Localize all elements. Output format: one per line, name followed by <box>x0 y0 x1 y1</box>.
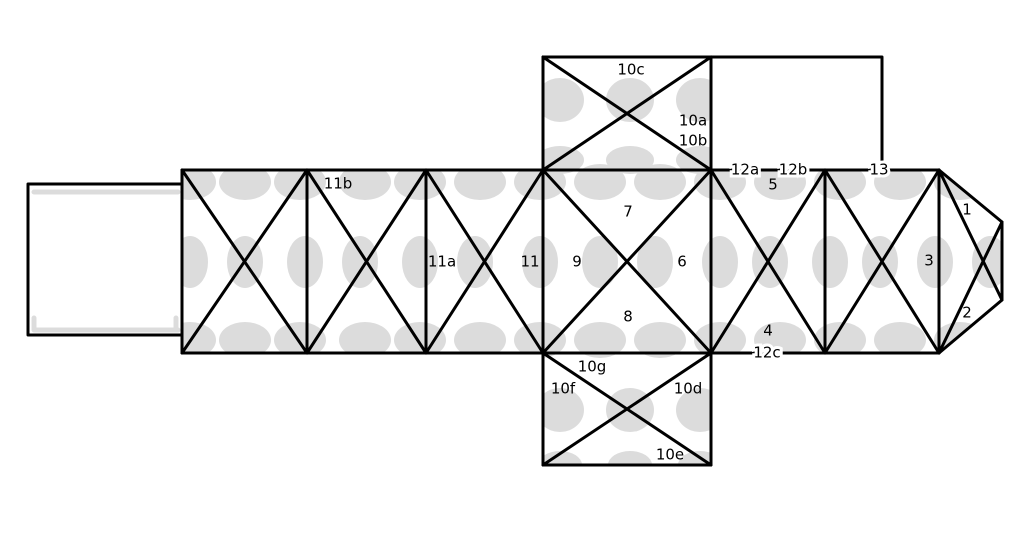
pattern-dot <box>634 322 686 358</box>
pattern-dot <box>574 164 626 200</box>
pattern-dot <box>514 322 566 358</box>
pattern-dot <box>702 236 738 288</box>
pattern-dot <box>754 322 806 358</box>
pattern-dot <box>634 164 686 200</box>
pattern-dot <box>606 146 654 174</box>
end-cap <box>937 168 1004 355</box>
pattern-dot <box>219 322 271 358</box>
label-10c: 10c <box>617 61 644 79</box>
label-12c: 12c <box>753 344 780 362</box>
panel-labels: 10c 10a 10b 12a 12b 13 5 11b 11a 11 9 7 … <box>324 61 972 464</box>
pattern-dot <box>538 451 582 465</box>
bottom-flap <box>541 351 713 467</box>
label-7: 7 <box>623 203 633 221</box>
label-11b: 11b <box>324 175 353 193</box>
pattern-dot <box>454 164 506 200</box>
label-3: 3 <box>924 252 934 270</box>
pattern-dot <box>274 322 326 358</box>
label-10f: 10f <box>551 380 576 398</box>
pattern-dot <box>582 236 618 288</box>
pattern-dot <box>608 451 652 465</box>
pattern-dot <box>287 236 323 288</box>
label-9: 9 <box>572 253 582 271</box>
pattern-dot <box>182 236 208 288</box>
pattern-dot <box>874 164 926 200</box>
pattern-dot <box>754 164 806 200</box>
label-4: 4 <box>763 322 773 340</box>
pattern-dot <box>917 236 953 288</box>
pattern-dot <box>394 322 446 358</box>
label-10b: 10b <box>679 132 708 150</box>
pattern-dot <box>457 236 493 288</box>
pattern-dot <box>522 236 558 288</box>
pattern-dot <box>574 322 626 358</box>
label-10g: 10g <box>578 358 607 376</box>
label-10a: 10a <box>679 112 707 130</box>
pattern-dot <box>536 78 584 122</box>
label-2: 2 <box>962 304 972 322</box>
pattern-dot <box>219 164 271 200</box>
pattern-dot <box>972 236 1002 288</box>
pattern-dot <box>339 164 391 200</box>
pattern-dot <box>402 236 438 288</box>
label-10e: 10e <box>656 446 684 464</box>
label-12a: 12a <box>731 161 759 179</box>
pattern-dot <box>394 164 446 200</box>
label-10d: 10d <box>674 380 703 398</box>
pattern-dot <box>934 164 986 200</box>
pattern-dot <box>606 78 654 122</box>
pattern-dot <box>536 388 584 432</box>
label-11a: 11a <box>428 253 456 271</box>
label-13: 13 <box>869 161 888 179</box>
pattern-dot <box>342 236 378 288</box>
top-flap <box>541 55 884 172</box>
pattern-dot <box>812 236 848 288</box>
pattern-dot <box>637 236 673 288</box>
pattern-dot <box>454 322 506 358</box>
label-11: 11 <box>520 253 539 271</box>
label-6: 6 <box>677 253 687 271</box>
pattern-dot <box>874 322 926 358</box>
label-1: 1 <box>962 201 972 219</box>
left-flap <box>26 182 184 337</box>
label-5: 5 <box>768 176 778 194</box>
label-12b: 12b <box>779 161 808 179</box>
label-8: 8 <box>623 308 633 326</box>
pattern-dot <box>339 322 391 358</box>
